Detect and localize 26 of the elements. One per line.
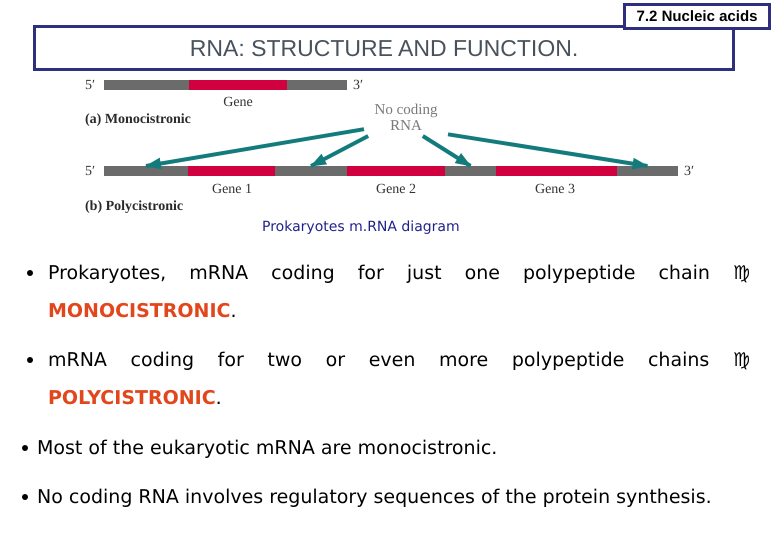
arrow: [145, 127, 364, 170]
gene-label: Gene: [223, 95, 253, 110]
noncoding-segment: [617, 166, 678, 176]
annotation-text: No coding RNA: [364, 102, 448, 136]
section-tag: 7.2 Nucleic acids: [623, 3, 771, 30]
bullet-text: No coding RNA involves regulatory sequences of the protein synthesis.: [37, 485, 713, 510]
bullet-text: Most of the eukaryotic mRNA are monocistronic.: [37, 436, 498, 461]
panel-label: (a) Monocistronic: [85, 112, 191, 127]
slide-title: RNA: STRUCTURE AND FUNCTION.: [33, 25, 735, 71]
arrow: [422, 134, 472, 168]
figure-caption: Prokaryotes m.RNA diagram: [262, 218, 460, 236]
strand-end-label: 3′: [684, 164, 694, 179]
panel-label: (b) Polycistronic: [85, 199, 184, 214]
strand-end-label: 5′: [85, 78, 96, 93]
noncoding-segment: [275, 166, 347, 176]
arrow: [310, 134, 370, 168]
bullet-text: mRNA coding for two or even more polypeptide chains ♍ POLYCISTRONIC.: [48, 348, 750, 411]
gene-label: Gene 2: [376, 182, 416, 197]
bullet-text: Prokaryotes, mRNA coding for just one polypeptide chain ♍ MONOCISTRONIC.: [48, 261, 750, 324]
gene-label: Gene 3: [534, 182, 576, 197]
noncoding-segment: [104, 166, 188, 176]
noncoding-segment: [445, 166, 496, 176]
strand-end-label: 3′: [353, 78, 364, 93]
gene-label: Gene 1: [212, 182, 252, 197]
strand-end-label: 5′: [85, 164, 96, 179]
arrow: [448, 132, 648, 170]
